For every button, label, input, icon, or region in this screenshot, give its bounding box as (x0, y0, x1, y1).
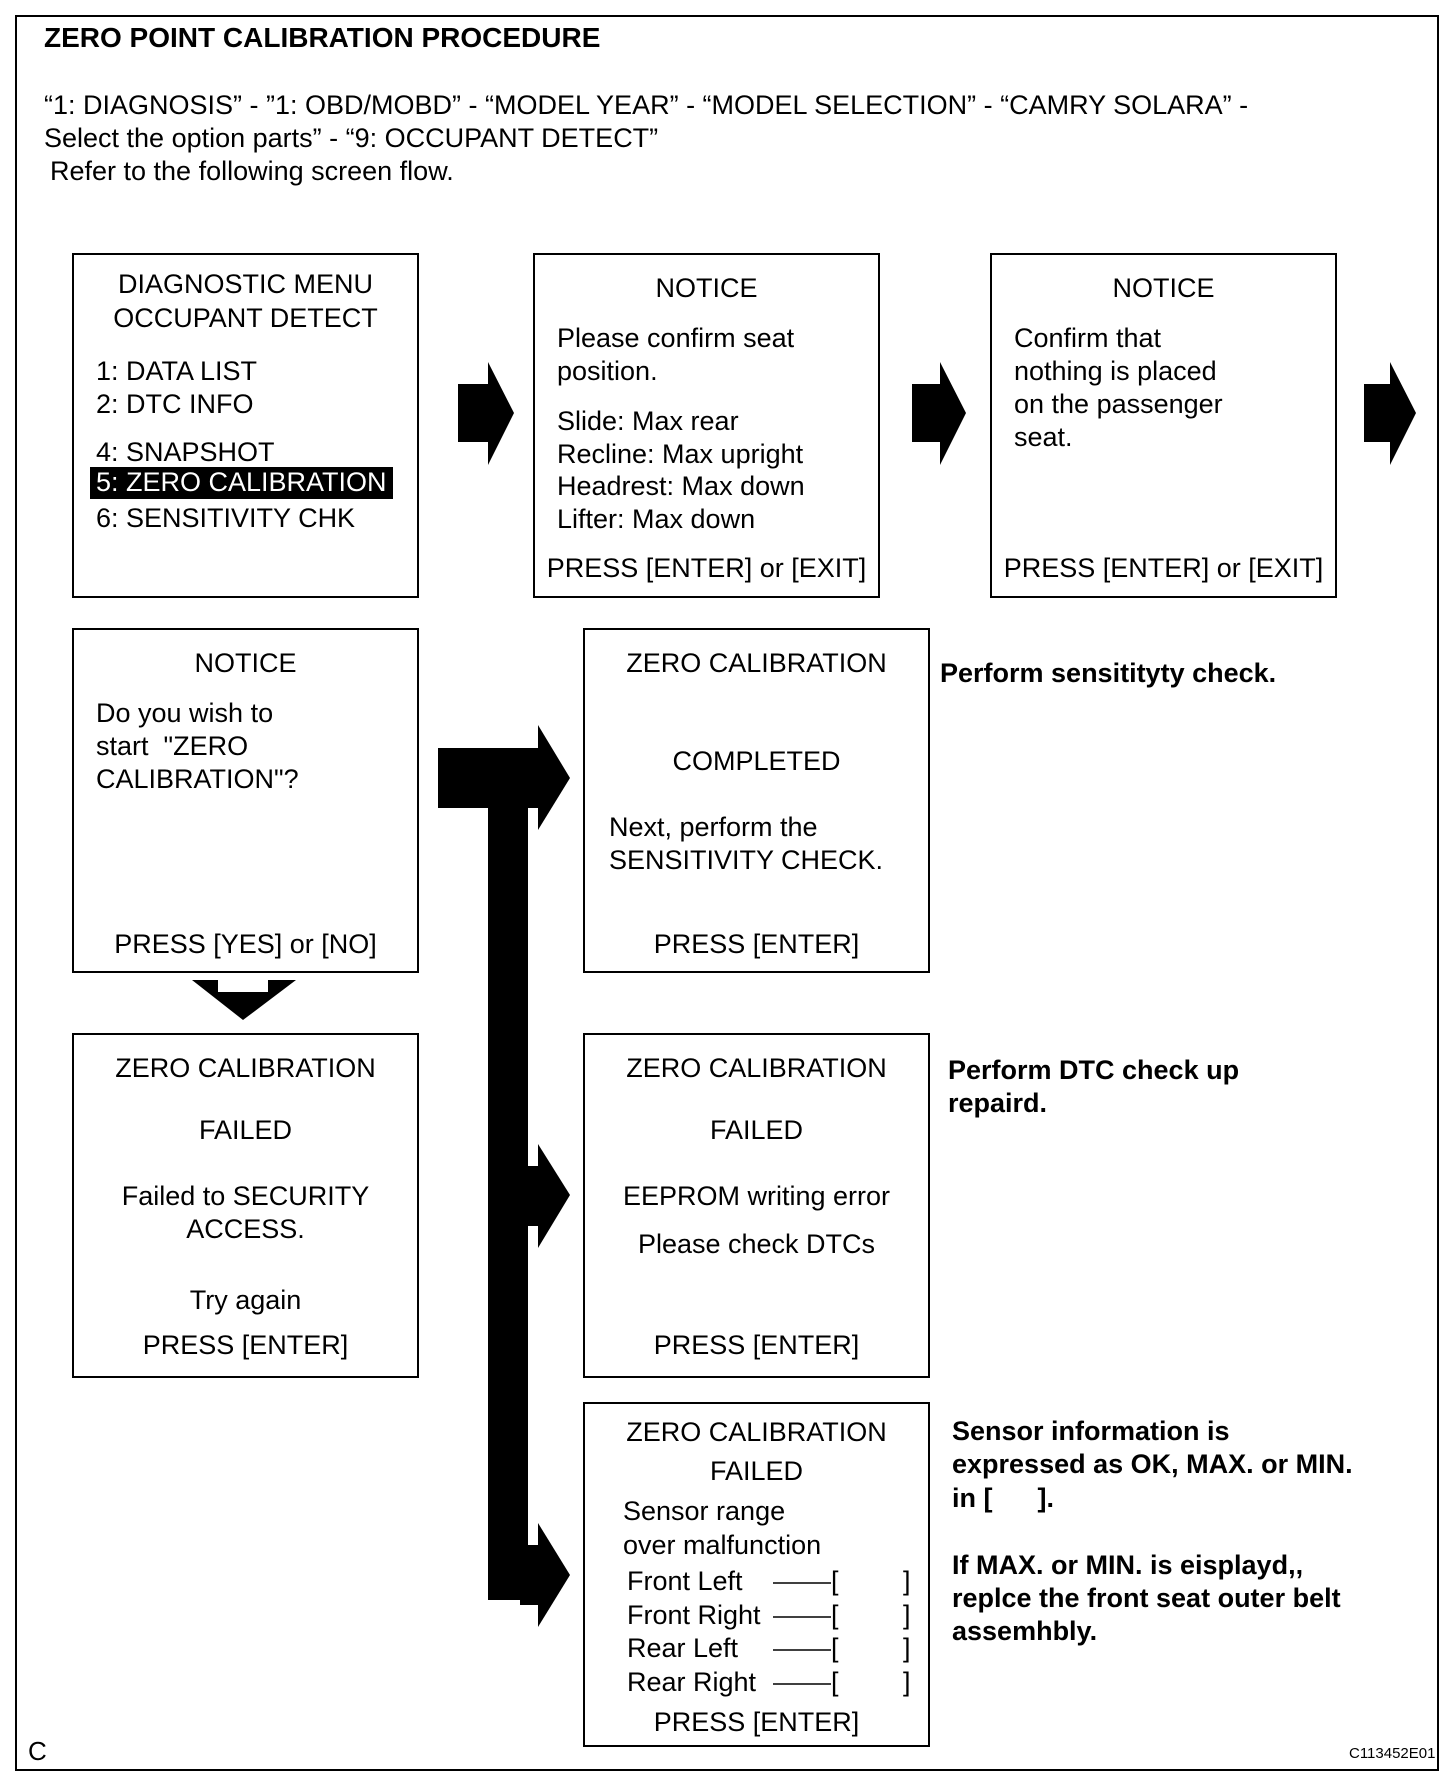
screen-notice-start-calibration: NOTICE Do you wish to start "ZERO CALIBR… (72, 628, 419, 973)
menu-item-zero-calibration[interactable]: 5: ZERO CALIBRATION (90, 467, 393, 499)
press-enter-prompt[interactable]: PRESS [ENTER] (653, 1707, 860, 1737)
sensor-leader-lines (773, 1582, 831, 1685)
seat-setting-headrest: Headrest: Max down (557, 471, 805, 501)
screen-title: DIAGNOSTIC MENU (117, 269, 373, 299)
notice-text: Do you wish to (96, 698, 274, 728)
note-sensor-info: in [ ]. (952, 1483, 1054, 1513)
status-text: FAILED (198, 1115, 293, 1145)
menu-item-dtc-info[interactable]: 2: DTC INFO (96, 389, 254, 419)
intro-line-1: “1: DIAGNOSIS” - ”1: OBD/MOBD” - “MODEL … (44, 90, 1249, 120)
press-enter-prompt[interactable]: PRESS [ENTER] (653, 1330, 860, 1360)
status-text: FAILED (709, 1115, 804, 1145)
figure-frame (15, 15, 1439, 1771)
sensor-label-rear-left: Rear Left (627, 1633, 739, 1663)
figure-id: C113452E01 (1349, 1745, 1436, 1762)
intro-line-2: Select the option parts” - “9: OCCUPANT … (44, 123, 659, 153)
figure-title: ZERO POINT CALIBRATION PROCEDURE (44, 22, 601, 53)
screen-title: ZERO CALIBRATION (626, 1053, 887, 1083)
menu-item-snapshot[interactable]: 4: SNAPSHOT (96, 437, 275, 467)
error-text: Please check DTCs (637, 1229, 876, 1259)
sensor-bracket-close: ] (903, 1667, 911, 1697)
note-dtc-check: repaird. (948, 1088, 1048, 1118)
sensor-bracket-open: [ (831, 1600, 839, 1630)
intro-line-3: Refer to the following screen flow. (50, 156, 454, 186)
sensor-label-front-left: Front Left (627, 1566, 743, 1596)
note-replace-belt: replce the front seat outer belt (952, 1583, 1341, 1613)
notice-text: nothing is placed (1014, 356, 1217, 386)
error-text: EEPROM writing error (622, 1181, 891, 1211)
screen-diagnostic-menu: DIAGNOSTIC MENU OCCUPANT DETECT 1: DATA … (72, 253, 419, 598)
press-enter-prompt[interactable]: PRESS [ENTER] (142, 1330, 349, 1360)
sensor-bracket-open: [ (831, 1633, 839, 1663)
instruction-text: Next, perform the (609, 812, 818, 842)
error-text: Sensor range (623, 1496, 786, 1526)
instruction-text: SENSITIVITY CHECK. (609, 845, 884, 875)
note-replace-belt: assemhbly. (952, 1616, 1098, 1646)
screen-title: ZERO CALIBRATION (626, 1417, 887, 1447)
press-enter-prompt[interactable]: PRESS [ENTER] (653, 929, 860, 959)
flow-connector (438, 725, 570, 1627)
menu-item-sensitivity-chk[interactable]: 6: SENSITIVITY CHK (96, 503, 356, 533)
status-text: COMPLETED (672, 746, 841, 776)
seat-setting-lifter: Lifter: Max down (557, 504, 756, 534)
screen-notice-passenger: NOTICE Confirm that nothing is placed on… (990, 253, 1337, 598)
screen-notice-seat-position: NOTICE Please confirm seat position. Sli… (533, 253, 880, 598)
sensor-bracket-close: ] (903, 1600, 911, 1630)
screen-title: NOTICE (655, 273, 758, 303)
sensor-label-rear-right: Rear Right (627, 1667, 757, 1697)
screen-subtitle: OCCUPANT DETECT (113, 303, 378, 333)
notice-text: on the passenger (1014, 389, 1223, 419)
right-arrow-icon (458, 362, 514, 465)
notice-text: CALIBRATION"? (96, 764, 299, 794)
press-yes-no-prompt[interactable]: PRESS [YES] or [NO] (114, 929, 377, 959)
corner-letter: C (28, 1736, 47, 1766)
screen-title: ZERO CALIBRATION (115, 1053, 376, 1083)
sensor-bracket-close: ] (903, 1633, 911, 1663)
sensor-label-front-right: Front Right (627, 1600, 761, 1630)
notice-text: start "ZERO (96, 731, 249, 761)
menu-item-data-list[interactable]: 1: DATA LIST (96, 356, 258, 386)
seat-setting-recline: Recline: Max upright (557, 439, 804, 469)
screen-calibration-completed: ZERO CALIBRATION COMPLETED Next, perform… (583, 628, 930, 973)
status-text: FAILED (709, 1456, 804, 1486)
screen-title: NOTICE (194, 648, 297, 678)
note-sensor-info: expressed as OK, MAX. or MIN. (952, 1449, 1353, 1479)
screen-failed-security-access: ZERO CALIBRATION FAILED Failed to SECURI… (72, 1033, 419, 1378)
screen-title: NOTICE (1112, 273, 1215, 303)
sensor-bracket-open: [ (831, 1667, 839, 1697)
note-sensor-info: Sensor information is (952, 1416, 1230, 1446)
screen-failed-sensor-range: ZERO CALIBRATION FAILED Sensor range ove… (583, 1402, 930, 1747)
note-replace-belt: If MAX. or MIN. is eisplayd,, (952, 1550, 1304, 1580)
notice-text: seat. (1014, 422, 1073, 452)
notice-text: Confirm that (1014, 323, 1162, 353)
notice-text: position. (557, 356, 658, 386)
error-text: Failed to SECURITY (121, 1181, 370, 1211)
down-arrow-icon (192, 980, 296, 1020)
note-sensitivity-check: Perform sensitityty check. (940, 658, 1277, 688)
note-dtc-check: Perform DTC check up (948, 1055, 1240, 1085)
notice-text: Please confirm seat (557, 323, 795, 353)
retry-text: Try again (189, 1285, 302, 1315)
sensor-bracket-close: ] (903, 1566, 911, 1596)
press-enter-exit-prompt[interactable]: PRESS [ENTER] or [EXIT] (546, 553, 867, 583)
sensor-bracket-open: [ (831, 1566, 839, 1596)
screen-failed-eeprom: ZERO CALIBRATION FAILED EEPROM writing e… (583, 1033, 930, 1378)
press-enter-exit-prompt[interactable]: PRESS [ENTER] or [EXIT] (1003, 553, 1324, 583)
right-arrow-icon (912, 362, 966, 465)
error-text: ACCESS. (186, 1214, 305, 1244)
error-text: over malfunction (623, 1530, 822, 1560)
screen-title: ZERO CALIBRATION (626, 648, 887, 678)
right-arrow-icon (1364, 362, 1416, 465)
seat-setting-slide: Slide: Max rear (557, 406, 739, 436)
